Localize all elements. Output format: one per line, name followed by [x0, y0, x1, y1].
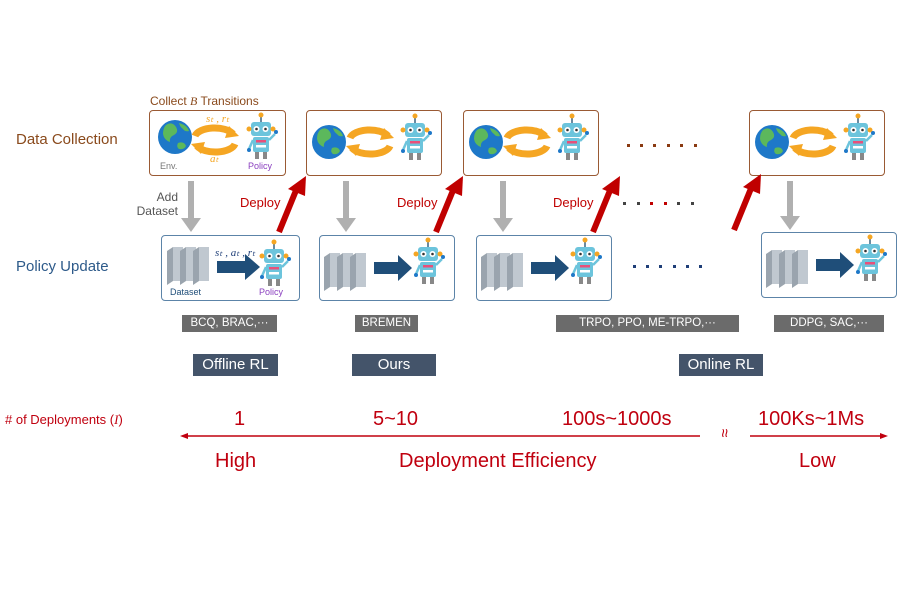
dataset-arrow-icon [531, 255, 569, 281]
data-collection-row-label: Data Collection [16, 131, 118, 148]
dataset-servers-icon [167, 247, 209, 285]
deploy-label: Deploy [397, 195, 438, 210]
category-offline-rl: Offline RL [193, 354, 278, 376]
deployments-axis-right [750, 433, 888, 439]
dataset-arrow-icon [374, 255, 412, 281]
robot-icon [854, 233, 889, 283]
deploy-arrow [731, 174, 761, 232]
robot-icon [569, 236, 604, 286]
deployments-axis-left [180, 433, 700, 439]
deployments-value-online-offpolicy: 100Ks~1Ms [758, 408, 865, 430]
dataset-arrow-icon [217, 254, 260, 280]
add-dataset-arrow [493, 181, 513, 232]
deploy-label: Deploy [240, 195, 281, 210]
deploy-arrow [433, 176, 463, 234]
deployments-value-online-onpolicy: 100s~1000s [562, 408, 672, 430]
add-dataset-arrow [336, 181, 356, 232]
efficiency-high-label: High [215, 450, 257, 472]
efficiency-low-label: Low [799, 450, 836, 472]
dc-continuation-dots [627, 144, 697, 147]
collect-suffix: Transitions [197, 94, 259, 108]
collect-prefix: Collect [150, 94, 191, 108]
policy-update-row-label: Policy Update [16, 258, 109, 275]
robot-icon [258, 238, 293, 288]
pu-continuation-dots [633, 265, 702, 268]
deploy-continuation-dots [623, 202, 694, 205]
dataset-label: Dataset [170, 287, 202, 297]
category-ours: Ours [352, 354, 436, 376]
policy-label: Policy [248, 161, 273, 171]
deployments-label-prefix: # of Deployments ( [5, 412, 115, 427]
deployments-label-var: I [114, 412, 119, 427]
deployments-axis-label: # of Deployments (I) [5, 412, 123, 428]
deploy-arrow [276, 176, 306, 234]
dataset-servers-icon [766, 250, 808, 288]
collect-variable: B [190, 94, 198, 108]
policy-label: Policy [259, 287, 284, 297]
algorithm-tag-bremen: BREMEN [355, 315, 418, 332]
algorithm-tag-online-onpolicy: TRPO, PPO, ME-TRPO,··· [556, 315, 739, 332]
dataset-servers-icon [481, 253, 523, 291]
deployments-value-ours: 5~10 [373, 408, 419, 430]
add-dataset-arrow [780, 181, 800, 230]
category-online-rl: Online RL [679, 354, 763, 376]
robot-icon [412, 236, 447, 286]
state-reward-label: sₜ , rₜ [206, 113, 230, 125]
add-dataset-label: Add Dataset [136, 190, 178, 218]
dataset-arrow-icon [816, 252, 854, 278]
collect-transitions-title: Collect B Transitions [150, 94, 259, 109]
dataset-servers-icon [324, 253, 366, 291]
transition-tuple-label: sₜ , aₜ , rₜ [215, 247, 256, 259]
action-label: aₜ [210, 153, 219, 165]
deploy-arrow [590, 176, 620, 234]
deployments-value-offline: 1 [234, 408, 246, 430]
deploy-label: Deploy [553, 195, 594, 210]
algorithm-tag-online-offpolicy: DDPG, SAC,··· [774, 315, 884, 332]
add-dataset-arrow [181, 181, 201, 232]
deployments-label-suffix: ) [118, 412, 123, 427]
deployment-efficiency-title: Deployment Efficiency [399, 450, 597, 472]
env-label: Env. [160, 161, 178, 171]
axis-break-symbol: ≈ [715, 428, 733, 438]
algorithm-tag-offline: BCQ, BRAC,··· [182, 315, 277, 332]
